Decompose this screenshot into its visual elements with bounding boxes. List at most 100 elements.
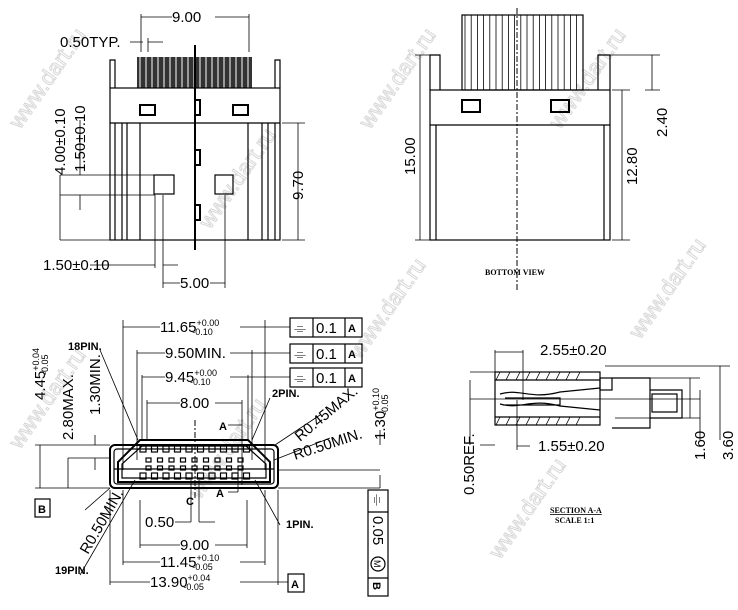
svg-text:9.45+0.00-0.10: 9.45+0.00-0.10 — [165, 368, 217, 387]
svg-text:3.60: 3.60 — [720, 431, 737, 460]
pin — [139, 445, 147, 453]
svg-text:18PIN.: 18PIN. — [68, 341, 102, 353]
svg-text:A: A — [216, 488, 224, 500]
pin — [179, 465, 187, 471]
pin — [162, 472, 170, 480]
svg-text:⌯: ⌯ — [294, 370, 306, 387]
svg-text:1.30MIN.: 1.30MIN. — [87, 354, 104, 415]
svg-text:SECTION A-A: SECTION A-A — [550, 506, 602, 515]
svg-text:www.dart.ru: www.dart.ru — [343, 253, 431, 363]
pin — [185, 445, 193, 453]
svg-text:5.00: 5.00 — [180, 275, 209, 292]
pin — [202, 465, 210, 471]
svg-text:1.60: 1.60 — [692, 431, 709, 460]
svg-text:8.00: 8.00 — [180, 395, 209, 412]
svg-text:11.65+0.00-0.10: 11.65+0.00-0.10 — [160, 318, 219, 337]
svg-text:⌯: ⌯ — [369, 494, 386, 506]
section-a-a: 2.55±0.20 1.55±0.20 0.50REF. 1.60 3.60 S… — [461, 342, 737, 525]
svg-text:0.05: 0.05 — [369, 516, 386, 545]
pin — [145, 465, 152, 471]
svg-text:2.55±0.20: 2.55±0.20 — [540, 342, 607, 359]
svg-text:SCALE 1:1: SCALE 1:1 — [555, 516, 594, 525]
svg-text:A: A — [219, 421, 227, 433]
pin — [185, 472, 193, 480]
pin — [162, 445, 170, 453]
pin — [225, 465, 233, 471]
svg-text:B: B — [38, 504, 46, 516]
svg-text:4.45+0.04-0.05: 4.45+0.04-0.05 — [31, 348, 50, 400]
svg-text:4.00±0.10: 4.00±0.10 — [52, 108, 69, 175]
svg-text:1.30+0.10-0.05: 1.30+0.10-0.05 — [371, 388, 390, 440]
gdt-frame-vertical: ⌯ 0.05 M B — [367, 489, 389, 597]
pin — [214, 465, 221, 471]
bottom-view: 15.00 12.80 2.40 BOTTOM VIEW — [402, 8, 671, 292]
svg-text:0.50REF.: 0.50REF. — [461, 433, 478, 495]
svg-text:9.70: 9.70 — [290, 171, 307, 200]
svg-text:9.50MIN.: 9.50MIN. — [165, 345, 226, 362]
svg-text:⌯: ⌯ — [294, 346, 306, 363]
svg-text:19PIN.: 19PIN. — [55, 565, 89, 577]
svg-text:0.1: 0.1 — [316, 320, 337, 337]
svg-text:0.1: 0.1 — [316, 370, 337, 387]
gdt-frame: ⌯ 0.1 A — [289, 343, 363, 364]
svg-text:A: A — [348, 323, 356, 335]
pin — [168, 465, 175, 471]
pin — [219, 445, 228, 453]
svg-text:0.1: 0.1 — [316, 346, 337, 363]
svg-text:2.40: 2.40 — [654, 108, 671, 137]
pin — [196, 445, 205, 453]
pin — [242, 445, 251, 453]
svg-text:9.00: 9.00 — [172, 9, 201, 26]
datum-b: B — [34, 498, 51, 518]
svg-text:www.dart.ru: www.dart.ru — [543, 23, 631, 133]
top-view: 9.00 0.50TYP. 4.00±0.10 1.50±0.10 9.70 1… — [43, 9, 307, 292]
pin — [237, 465, 244, 471]
svg-text:BOTTOM VIEW: BOTTOM VIEW — [485, 268, 545, 277]
svg-text:1.50±0.10: 1.50±0.10 — [72, 105, 89, 172]
pin — [202, 457, 210, 463]
svg-text:0.50: 0.50 — [145, 514, 174, 531]
pin — [150, 472, 159, 480]
svg-text:www.dart.ru: www.dart.ru — [353, 23, 441, 133]
pin — [214, 457, 221, 463]
pin — [237, 457, 244, 463]
pin — [208, 445, 216, 453]
pin — [150, 445, 159, 453]
pin — [145, 457, 152, 463]
svg-text:A: A — [348, 349, 356, 361]
svg-text:2.80MAX.: 2.80MAX. — [60, 374, 77, 440]
pin — [139, 472, 147, 480]
gdt-frame: ⌯ 0.1 A — [289, 317, 363, 338]
pin — [196, 472, 205, 480]
pin — [168, 457, 175, 463]
latch-slot — [232, 104, 249, 116]
pin — [231, 445, 239, 453]
svg-text:B: B — [370, 582, 382, 590]
svg-text:0.50TYP.: 0.50TYP. — [60, 34, 121, 51]
svg-text:15.00: 15.00 — [402, 137, 419, 175]
svg-text:13.90+0.04-0.05: 13.90+0.04-0.05 — [150, 573, 210, 592]
svg-text:A: A — [348, 373, 356, 385]
svg-text:A: A — [291, 579, 299, 591]
pin — [242, 472, 251, 480]
svg-text:11.45+0.10-0.05: 11.45+0.10-0.05 — [160, 553, 219, 572]
svg-text:M: M — [372, 560, 382, 568]
pin — [208, 472, 216, 480]
svg-text:2PIN.: 2PIN. — [272, 388, 300, 400]
svg-text:9.00: 9.00 — [180, 537, 209, 554]
svg-text:R0.50MIN.: R0.50MIN. — [77, 486, 128, 557]
pin — [156, 465, 164, 471]
svg-text:12.80: 12.80 — [624, 147, 641, 185]
gdt-frame: ⌯ 0.1 A — [289, 367, 363, 388]
latch-slot — [139, 104, 156, 116]
svg-text:⌯: ⌯ — [294, 320, 306, 337]
pin — [179, 457, 187, 463]
pin — [156, 457, 164, 463]
svg-text:1PIN.: 1PIN. — [286, 519, 314, 531]
pin — [173, 445, 182, 453]
datum-a: A — [287, 573, 305, 593]
svg-text:1.55±0.20: 1.55±0.20 — [538, 438, 605, 455]
svg-text:1.50±0.10: 1.50±0.10 — [43, 257, 110, 274]
pin — [219, 472, 228, 480]
